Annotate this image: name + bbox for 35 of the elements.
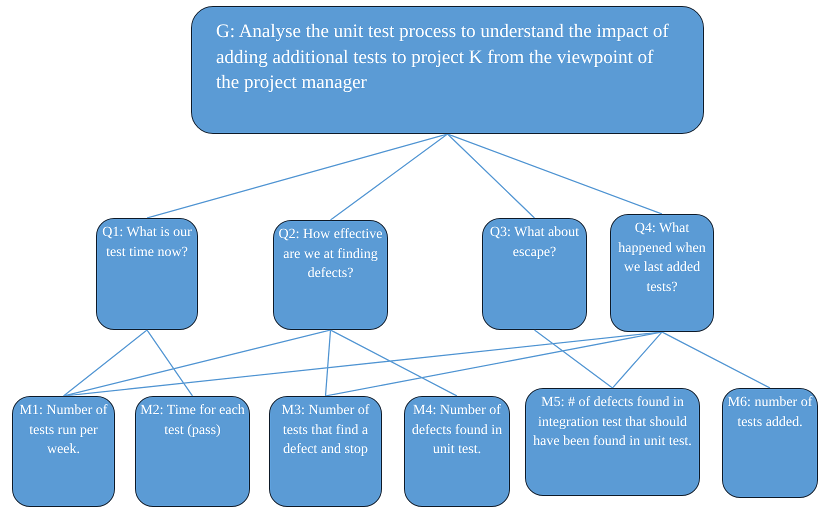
connector-line <box>146 133 448 219</box>
node-text: M3: Number of tests that find a defect and stop <box>280 402 370 460</box>
rounded-box <box>722 388 818 498</box>
rounded-box <box>269 396 382 507</box>
node-text: Q4: What happened when we last added tests? <box>617 220 707 297</box>
node-text: M4: Number of defects found in unit test. <box>410 402 504 460</box>
node-text: Q3: What about escape? <box>488 224 580 262</box>
rounded-box <box>12 396 115 507</box>
rounded-box <box>404 396 510 507</box>
connector-line <box>612 332 662 388</box>
rounded-box <box>525 388 700 496</box>
connector-line <box>447 134 535 218</box>
node-text: M6: number of tests added. <box>727 394 813 432</box>
node-text: M2: Time for each test (pass) <box>140 402 245 440</box>
node-text: M1: Number of tests run per week. <box>18 402 108 460</box>
goal-box <box>191 6 704 134</box>
rounded-box <box>482 218 587 330</box>
connector-line <box>146 330 194 396</box>
connector-line <box>534 329 613 389</box>
connector-line <box>63 330 148 396</box>
rounded-box <box>273 220 388 330</box>
node-text: Q2: How effective are we at finding defects? <box>278 226 383 284</box>
rounded-box <box>96 218 198 330</box>
connector-line <box>325 331 662 397</box>
connector-line <box>330 329 458 397</box>
node-text: Q1: What is our test time now? <box>101 224 193 262</box>
connector-line <box>63 329 331 397</box>
node-text: G: Analyse the unit test process to understand the impact of adding additional tests to project K from the viewpoint of the project manager <box>216 20 670 96</box>
connector-line <box>447 133 662 215</box>
connector-line <box>662 331 770 389</box>
node-text: M5: # of defects found in integration test that should have been found in unit test. <box>532 394 693 452</box>
rounded-box <box>135 396 250 507</box>
connector-line <box>324 330 332 396</box>
connector-line <box>330 133 448 221</box>
rounded-box <box>610 214 714 332</box>
